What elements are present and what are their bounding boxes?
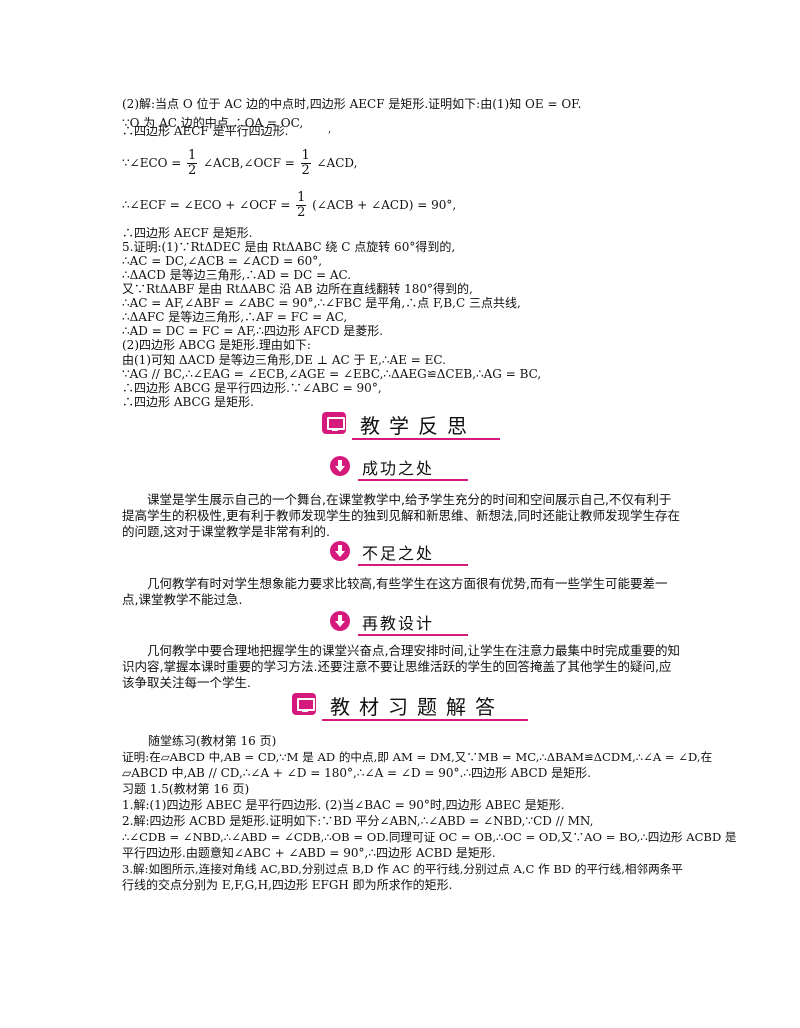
section-banner-answers: 教材习题解答 [292,691,528,721]
banner-title: 教材习题解答 [330,695,504,719]
answer-line: 证明:在▱ABCD 中,AB = CD,∵M 是 AD 的中点,即 AM = D… [122,750,713,764]
solution-line: ∴AC = DC,∠ACB = ∠ACD = 60°, [122,254,323,268]
answer-line: 习题 1.5(教材第 16 页) [122,782,250,796]
fraction-denominator: 2 [188,163,197,178]
solution-line: ∵O 为 AC 边的中点,∴OA = OC, [122,116,304,130]
solution-line: ∴AC = AF,∠ABF = ∠ABC = 90°,∴∠FBC 是平角,∴点 … [122,296,521,310]
subsection-header-redesign: 再教设计 [330,610,470,636]
section-banner-reflection: 教学反思 [322,410,500,440]
stray-mark: , [328,124,332,135]
solution-line: (2)解:当点 O 位于 AC 边的中点时,四边形 AECF 是矩形.证明如下:… [122,97,582,111]
equation-text: ∵∠ECO = [122,156,182,170]
solution-line: ∴四边形 ABCG 是矩形. [122,395,254,409]
fraction-bar [296,205,307,206]
subsection-underline [358,479,468,481]
subsection-header-success: 成功之处 [330,455,470,481]
answer-line: ▱ABCD 中,AB // CD,∴∠A + ∠D = 180°,∴∠A = ∠… [122,766,591,780]
equation-text: ∠ACB,∠OCF = [203,156,295,170]
equation-text: (∠ACB + ∠ACD) = 90°, [312,198,457,212]
answer-line: 2.解:四边形 ACBD 是矩形.证明如下:∵BD 平分∠ABN,∴∠ABD =… [122,814,594,828]
fraction-bar [187,163,198,164]
solution-line: 由(1)可知 ΔACD 是等边三角形,DE ⊥ AC 于 E,∴AE = EC. [122,353,446,367]
fraction-numerator: 1 [301,148,310,163]
subsection-title: 成功之处 [362,459,435,478]
subsection-underline [358,564,468,566]
equation-text: ∠ACD, [316,156,358,170]
solution-line: ∴四边形 AECF 是平行四边形. [122,124,289,138]
answer-line: ∴∠CDB = ∠NBD,∴∠ABD = ∠CDB,∴OB = OD.同理可证 … [122,830,737,844]
solution-line: ∵AG // BC,∴∠EAG = ∠ECB,∠AGE = ∠EBC,∴ΔAEG… [122,367,542,381]
equation-text: ∴∠ECF = ∠ECO + ∠OCF = [122,198,291,212]
fraction-bar [300,163,311,164]
fraction-denominator: 2 [297,205,306,220]
download-arrow-icon [330,456,350,476]
subsection-title: 不足之处 [362,544,435,563]
answer-line: 平行四边形.由题意知∠ABC + ∠ABD = 90°,∴四边形 ACBD 是矩… [122,846,496,860]
solution-line: ∴AD = DC = FC = AF,∴四边形 AFCD 是菱形. [122,324,384,338]
solution-line: ∴ΔAFC 是等边三角形,∴AF = FC = AC, [122,310,348,324]
monitor-icon [322,412,346,434]
subsection-title: 再教设计 [362,614,435,633]
subsection-underline [358,634,468,636]
banner-underline [352,438,500,440]
subsection-header-shortfall: 不足之处 [330,540,470,566]
answer-line: 行线的交点分别为 E,F,G,H,四边形 EFGH 即为所求作的矩形. [122,878,453,892]
fraction-numerator: 1 [297,190,306,205]
solution-line: 又∵RtΔABF 是由 RtΔABC 沿 AB 边所在直线翻转 180°得到的, [122,282,473,296]
banner-title: 教学反思 [360,414,476,438]
answer-line: 随堂练习(教材第 16 页) [148,734,277,748]
answer-line: 3.解:如图所示,连接对角线 AC,BD,分别过点 B,D 作 AC 的平行线,… [122,862,683,876]
solution-line: ∴ΔACD 是等边三角形,∴AD = DC = AC. [122,268,352,282]
banner-underline [322,719,528,721]
success-paragraph: 课堂是学生展示自己的一个舞台,在课堂教学中,给予学生充分的时间和空间展示自己,不… [122,492,680,539]
solution-line: ∴四边形 AECF 是矩形. [122,226,253,240]
fraction-denominator: 2 [301,163,310,178]
solution-line: ∴四边形 ABCG 是平行四边形.∵∠ABC = 90°, [122,381,382,395]
fraction-numerator: 1 [188,148,197,163]
redesign-paragraph: 几何教学中要合理地把握学生的课堂兴奋点,合理安排时间,让学生在注意力最集中时完成… [122,643,680,690]
solution-line: (2)四边形 ABCG 是矩形.理由如下: [122,338,311,352]
solution-line: 5.证明:(1)∵RtΔDEC 是由 RtΔABC 绕 C 点旋转 60°得到的… [122,240,456,254]
answer-line: 1.解:(1)四边形 ABEC 是平行四边形. (2)当∠BAC = 90°时,… [122,798,565,812]
download-arrow-icon [330,611,350,631]
monitor-icon [292,693,316,715]
download-arrow-icon [330,541,350,561]
shortfall-paragraph: 几何教学有时对学生想象能力要求比较高,有些学生在这方面很有优势,而有一些学生可能… [122,576,668,607]
